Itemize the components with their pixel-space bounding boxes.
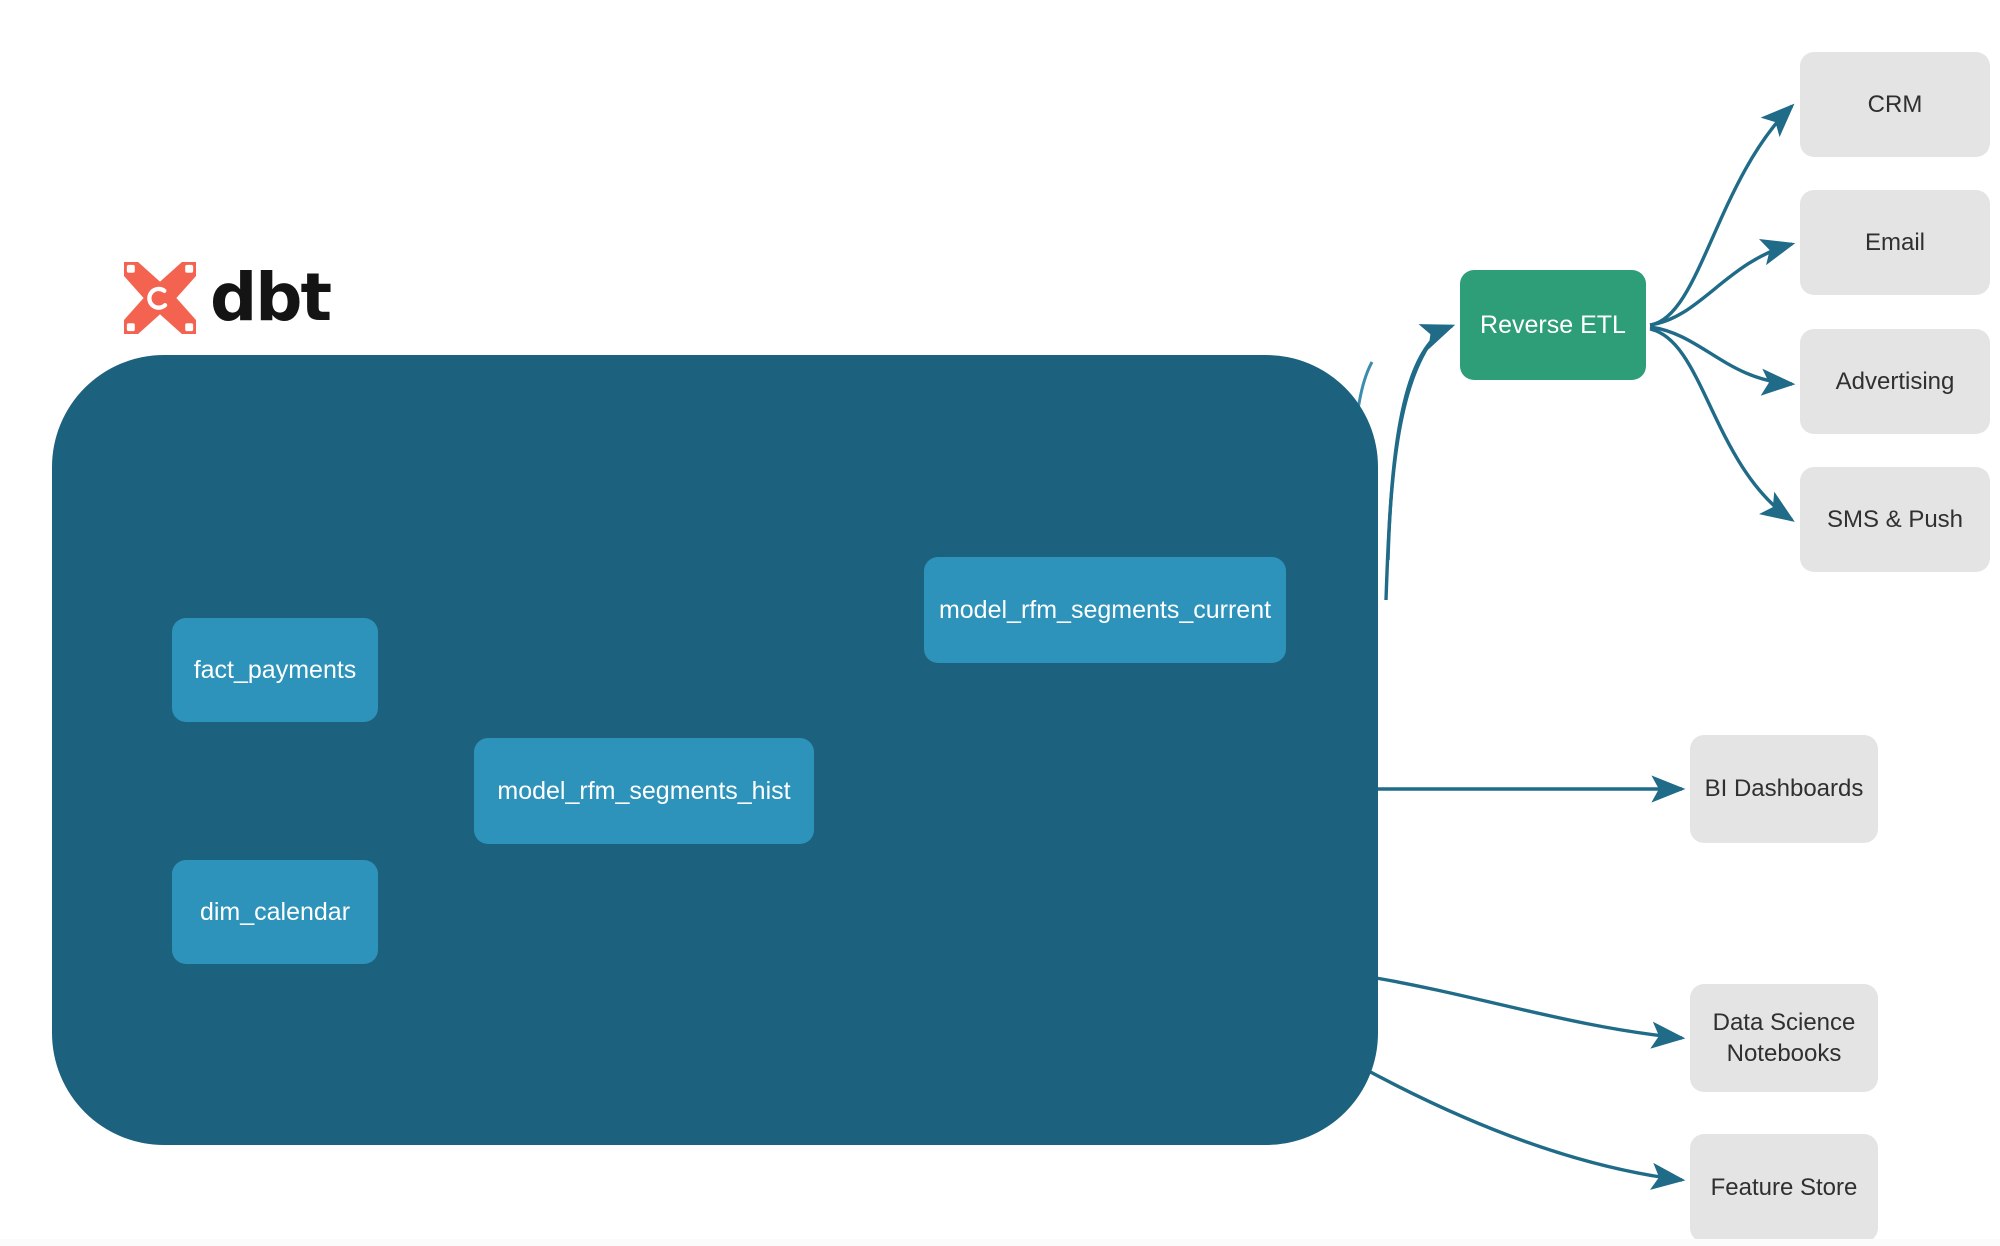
node-label: CRM [1867, 90, 1923, 118]
edge-reverse-etl-to-crm [1649, 103, 1795, 327]
destination-node-crm[interactable]: CRM [1800, 52, 1990, 157]
dbt-logo: dbt [119, 257, 332, 339]
node-label-line1: Data Science [1712, 1008, 1856, 1036]
destination-node-sms-push[interactable]: SMS & Push [1800, 467, 1990, 572]
destination-node-data-science-notebooks[interactable]: Data Science Notebooks [1690, 984, 1878, 1092]
node-label: fact_payments [193, 655, 357, 684]
node-label: model_rfm_segments_current [938, 595, 1272, 624]
node-label: Reverse ETL [1480, 310, 1626, 339]
node-label: model_rfm_segments_hist [497, 776, 791, 805]
edge-reverse-etl-to-advertising [1649, 325, 1796, 396]
edge-panel-to-reverse-etl [1384, 328, 1442, 601]
node-label-line2: Notebooks [1726, 1040, 1842, 1067]
edge-reverse-etl-to-sms-push [1649, 327, 1795, 522]
node-label: Feature Store [1710, 1174, 1858, 1202]
edge-to-reverse-etl-arrow [1386, 324, 1456, 561]
dbt-x-logo-icon [119, 257, 201, 339]
node-label: Email [1864, 228, 1925, 256]
node-label: Data Science Notebooks [1713, 1007, 1856, 1069]
dbt-wordmark: dbt [210, 258, 332, 336]
node-label: dim_calendar [199, 897, 351, 926]
node-label: Advertising [1835, 367, 1955, 395]
bottom-hairline [0, 1239, 2000, 1246]
edge-reverse-etl-to-email [1649, 238, 1796, 327]
destination-node-advertising[interactable]: Advertising [1800, 329, 1990, 434]
reverse-etl-node[interactable]: Reverse ETL [1460, 270, 1646, 380]
node-label: BI Dashboards [1704, 775, 1864, 803]
destination-node-email[interactable]: Email [1800, 190, 1990, 295]
model-node-fact-payments[interactable]: fact_payments [172, 618, 378, 722]
destination-node-feature-store[interactable]: Feature Store [1690, 1134, 1878, 1242]
edge-to-data-science-notebooks [1375, 976, 1686, 1049]
model-node-rfm-segments-current[interactable]: model_rfm_segments_current [924, 557, 1286, 663]
model-node-dim-calendar[interactable]: dim_calendar [172, 860, 378, 964]
node-label: SMS & Push [1826, 505, 1964, 533]
edge-to-feature-store [1351, 1060, 1686, 1190]
destination-node-bi-dashboards[interactable]: BI Dashboards [1690, 735, 1878, 843]
model-node-rfm-segments-hist[interactable]: model_rfm_segments_hist [474, 738, 814, 844]
